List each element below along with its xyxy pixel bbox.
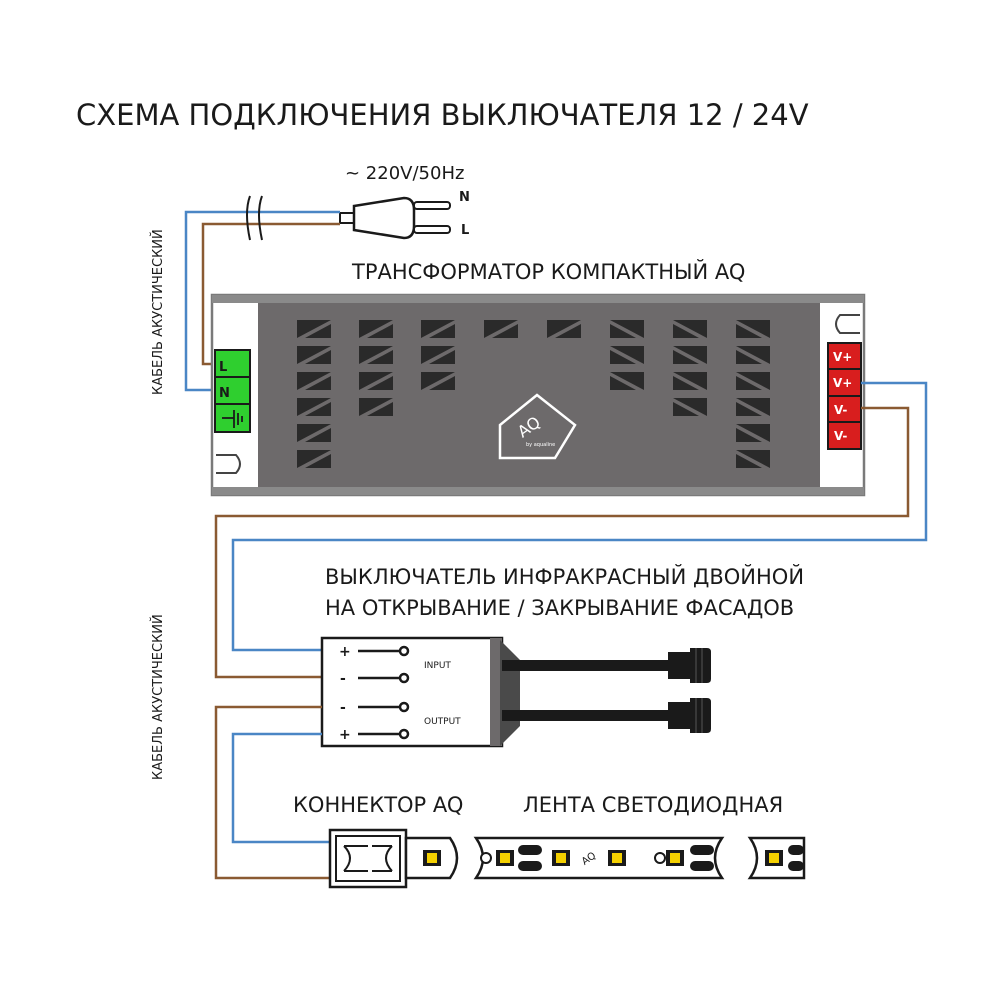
power-label: ~ 220V/50Hz (345, 163, 464, 184)
terminal-v-minus-1: V- (834, 403, 847, 417)
led-strip-segment (747, 836, 806, 880)
power-wires (184, 210, 340, 392)
switch-input-label: INPUT (424, 661, 451, 671)
terminal-v-plus-1: V+ (833, 350, 852, 364)
terminal-l: L (219, 360, 227, 375)
ground-icon (222, 410, 243, 428)
switch-connector-wires (214, 705, 330, 880)
switch-title-line2: НА ОТКРЫВАНИЕ / ЗАКРЫВАНИЕ ФАСАДОВ (325, 596, 794, 620)
switch-input-minus: - (340, 671, 346, 687)
power-plug-icon (339, 196, 451, 240)
wire-break-icon (246, 195, 263, 241)
switch-output-minus: - (340, 700, 346, 716)
output-terminal-block (827, 342, 862, 450)
ir-sensor-icon (668, 648, 711, 683)
terminal-n: N (219, 386, 230, 401)
terminal-v-minus-2: V- (834, 429, 847, 443)
switch-input-plus: + (339, 644, 351, 660)
ir-sensor-icon (668, 698, 711, 733)
ir-switch-body (320, 636, 520, 748)
connector-icon (328, 828, 415, 889)
plug-pin-l: L (461, 223, 469, 238)
cable-label-top: КАБЕЛЬ АКУСТИЧЕСКИЙ (150, 229, 166, 395)
strip-title: ЛЕНТА СВЕТОДИОДНАЯ (523, 793, 783, 817)
led-strip-segment (404, 836, 459, 880)
terminal-v-plus-2: V+ (833, 376, 852, 390)
transformer-title: ТРАНСФОРМАТОР КОМПАКТНЫЙ AQ (351, 259, 745, 284)
page-title: СХЕМА ПОДКЛЮЧЕНИЯ ВЫКЛЮЧАТЕЛЯ 12 / 24V (76, 98, 809, 132)
plug-pin-n: N (459, 190, 470, 205)
transformer-switch-wires (214, 381, 928, 679)
connector-title: КОННЕКТОР AQ (293, 793, 463, 817)
sensor-cables (502, 660, 672, 721)
switch-output-plus: + (339, 727, 351, 743)
aq-logo-subtext: by aqualine (526, 442, 555, 448)
cable-label-bottom: КАБЕЛЬ АКУСТИЧЕСКИЙ (150, 614, 166, 780)
switch-title-line1: ВЫКЛЮЧАТЕЛЬ ИНФРАКРАСНЫЙ ДВОЙНОЙ (325, 564, 804, 589)
switch-output-label: OUTPUT (424, 717, 461, 727)
led-strip-segment: AQ (473, 836, 725, 880)
